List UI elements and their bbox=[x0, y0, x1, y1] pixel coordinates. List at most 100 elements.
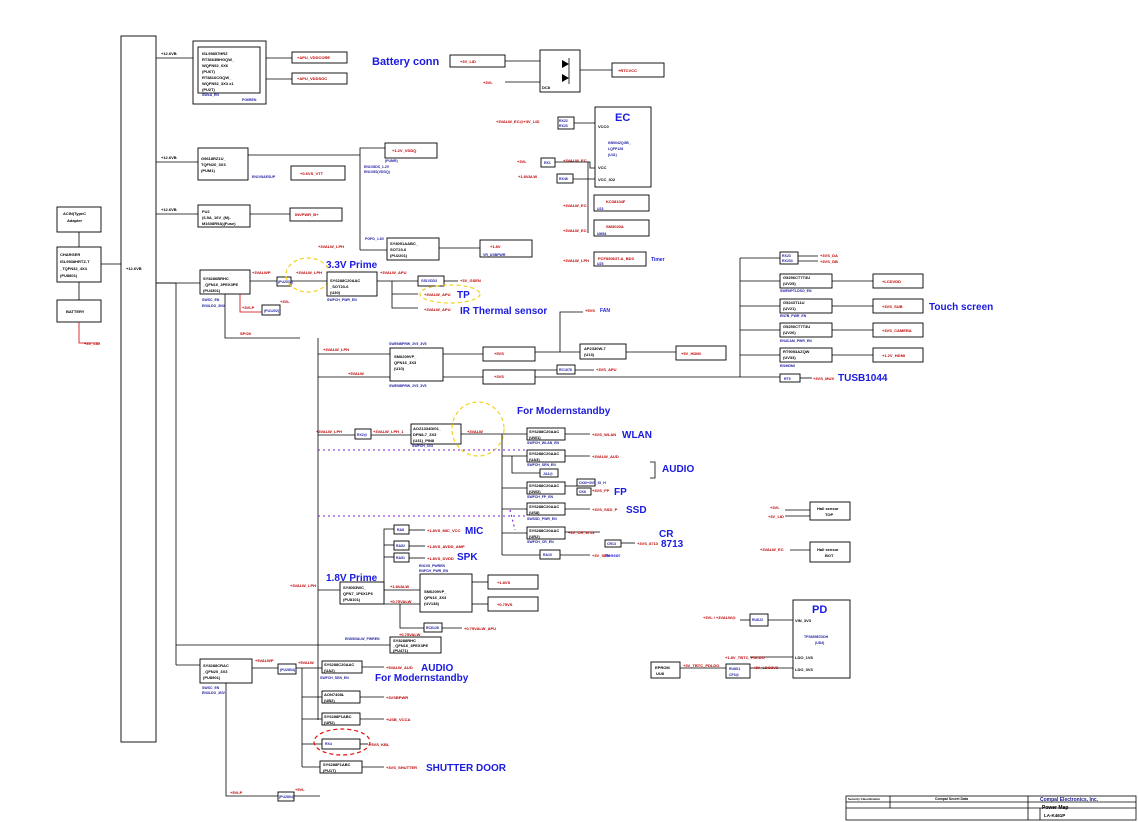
prime18-vhi: +0.75VALW bbox=[399, 632, 421, 637]
tp-label: TP bbox=[457, 290, 470, 301]
prime33-ldo: (PU2032) bbox=[278, 280, 293, 284]
tusb1044-label: TUSB1044 bbox=[838, 373, 888, 384]
v18-group: SY8091AABC_ SOT23-6 (PU2201) +3VALW_LPH … bbox=[318, 237, 533, 261]
prime33-highlight bbox=[285, 257, 331, 293]
battconn-in-1: +3V_LID bbox=[460, 59, 476, 64]
tp-highlight bbox=[419, 284, 481, 304]
tb-company: Compal Electronics, Inc. bbox=[1040, 797, 1099, 803]
lower-ldo: (PU2804) bbox=[280, 668, 295, 672]
prime33-sw-line-1: SY6288C20AAC bbox=[330, 278, 360, 283]
ec-r-top-1: RX22 bbox=[559, 119, 568, 123]
vcore-out-2: +APU_VDDSOC bbox=[297, 76, 327, 81]
ms-sub-ja: JA1@ bbox=[543, 472, 553, 476]
prime18-in: +3VALW_LPH bbox=[290, 583, 316, 588]
hall-group: +3VL +3V_LID Hall sensor TOP +3VALW_EC H… bbox=[760, 501, 851, 563]
audio-label-2: AUDIO bbox=[421, 663, 453, 674]
prime33-group: 3.3V Prime SY8286BRHC _QFN16_3PEX3PE (PU… bbox=[156, 257, 547, 339]
hall-in-3: +3VALW_EC bbox=[760, 547, 784, 552]
vcore-line-4: (PU6T) bbox=[202, 69, 216, 74]
vs5-ap-2: (U13) bbox=[584, 352, 595, 357]
prime33-sw-block bbox=[326, 271, 378, 297]
prime18-sw-3: (UV138) bbox=[424, 601, 440, 606]
rb-item1-out: +LCDVDD bbox=[882, 279, 901, 284]
prime18-line-3: (PU8101) bbox=[343, 597, 361, 602]
prime33-sw-in: +3VALW_APU bbox=[380, 270, 407, 275]
prime18-title: 1.8V Prime bbox=[326, 573, 378, 584]
vs5-line-3: (U10) bbox=[394, 366, 405, 371]
charger-line-1: CHARGER bbox=[60, 252, 80, 257]
lower-usb-out: +USB_VCCA bbox=[386, 717, 410, 722]
v18-line-1: SY8091AABC_ bbox=[390, 241, 419, 246]
ms-chip-2: DFN8-7_3X3 bbox=[413, 432, 437, 437]
mic-r1: RA8 bbox=[397, 528, 404, 532]
prime18-sw-1: SM6209VP_ bbox=[424, 589, 447, 594]
vs5-out-2: +3VS bbox=[494, 374, 504, 379]
fuse-line-3: M1608R9A)(Fuse) bbox=[202, 221, 236, 226]
mic-r2: RA52 bbox=[396, 544, 405, 548]
prime33-line-2: _QFN16_3PEX3PE bbox=[202, 282, 238, 287]
lower-kbl-out: +5VS_KBL bbox=[369, 742, 390, 747]
lower-aud-2: (UA2) bbox=[324, 668, 335, 673]
pd-vin: VIN_3V3 bbox=[795, 618, 812, 623]
ec-vcc: VCC bbox=[598, 165, 607, 170]
rb-item3-out: +3VS_CAMERA bbox=[882, 328, 912, 333]
charger-line-3: _TQFN32_4X4 bbox=[59, 266, 88, 271]
prime33-ir-out: +3VALW_APU bbox=[424, 307, 451, 312]
ms-cr-sub: CR13 bbox=[607, 542, 616, 546]
pd-eprom-1: EPROM bbox=[655, 665, 670, 670]
prime18-rc-out: +0.75VALW_APU bbox=[464, 626, 496, 631]
v18-tag: PGPD_1.8V bbox=[365, 237, 385, 241]
ms-sensor-r: RA10 bbox=[543, 553, 552, 557]
ec-timer-label: Timer bbox=[651, 257, 665, 263]
ec-chip-3: (U41) bbox=[608, 153, 617, 157]
ec-in-3vl: +3VL bbox=[517, 159, 527, 164]
adapter-line-1: ACIN(TypeC bbox=[63, 211, 86, 216]
lower-main-en-2: EN3LDO_3NV bbox=[202, 691, 226, 695]
lower-v5lp: +5VLP bbox=[230, 790, 243, 795]
vcore-tag: PG6REN bbox=[242, 98, 257, 102]
fuse-out: INVPWR_B+ bbox=[295, 212, 319, 217]
rb-r1: RX23 bbox=[782, 254, 791, 258]
battconn-in-2: +3VL bbox=[483, 80, 493, 85]
pd-eprom-2: UU8 bbox=[656, 671, 665, 676]
lower-main-2: _QFN20_3X3 bbox=[202, 669, 228, 674]
fan-label: FAN bbox=[600, 308, 610, 314]
rb-item3-chip-1: G5250CT7T3U bbox=[783, 324, 810, 329]
pd-r-in: RU8J2 bbox=[752, 618, 763, 622]
ms-wlan-chip-2: (UW1) bbox=[529, 435, 541, 440]
ms-divider-3 bbox=[509, 509, 516, 531]
v18-en: VR_USBPWR bbox=[483, 253, 506, 257]
vcore-line-3: WQFN52_6X6 bbox=[202, 63, 229, 68]
prime18-sw-2: QFN16_3X3 bbox=[424, 595, 447, 600]
mic-o2: +1.8VS_AVDD_AMP bbox=[427, 544, 465, 549]
ms-aud-chip-1: SY6288C20AAC bbox=[529, 451, 559, 456]
lower-usb-2: (UR2) bbox=[324, 720, 335, 725]
ms-fp-chip-1: SY6288C20AAC bbox=[529, 483, 559, 488]
rb-item1-chip-2: (UV25) bbox=[783, 281, 796, 286]
vcore-line-5: RT8816CGQW_ bbox=[202, 75, 232, 80]
touch-screen-label: Touch screen bbox=[929, 302, 993, 313]
vs5-in-1: +3VALW_LPH bbox=[323, 347, 349, 352]
ms-aud-out: +3VALW_AUD bbox=[592, 454, 619, 459]
rb-item1-en: SWENPTLDSO_EN bbox=[780, 289, 812, 293]
rb-item2-en: EN7B_PWR_EN bbox=[780, 314, 807, 318]
ms-fp-sub-2: CK6 bbox=[579, 490, 586, 494]
ec-chip-1: KB9042QGB_ bbox=[608, 141, 631, 145]
modern-standby-label-2: For Modernstandby bbox=[375, 673, 469, 684]
tb-sec: Security Classification bbox=[848, 797, 880, 801]
diode-block bbox=[539, 49, 581, 93]
lower-main-block bbox=[199, 658, 253, 684]
v18-line-3: (PU2201) bbox=[390, 253, 408, 258]
ir-thermal-label: IR Thermal sensor bbox=[460, 306, 547, 317]
prime18-line-1: SY8003WC_ bbox=[343, 585, 367, 590]
lower-aud-1: SY6288C20AAC bbox=[324, 662, 354, 667]
hall-top-1: Hall sensor bbox=[817, 506, 839, 511]
prime18-en-1: EN1V8_PWREN bbox=[419, 564, 446, 568]
prime33-gn: G51VDD3 bbox=[421, 279, 437, 283]
lower-ao-1: AON7408L bbox=[324, 692, 345, 697]
vs5-out-1: +5VS bbox=[494, 351, 504, 356]
mic-group: RA8 +1.8VS_MIC_VCC MIC RA52 +1.8VS_AVDD_… bbox=[383, 524, 483, 600]
ms-ssd-chip-1: SY6288C20AAC bbox=[529, 504, 559, 509]
lower-ao-2: (UB2) bbox=[324, 698, 335, 703]
vcore-out-1: +APU_VDDCORE bbox=[297, 55, 330, 60]
